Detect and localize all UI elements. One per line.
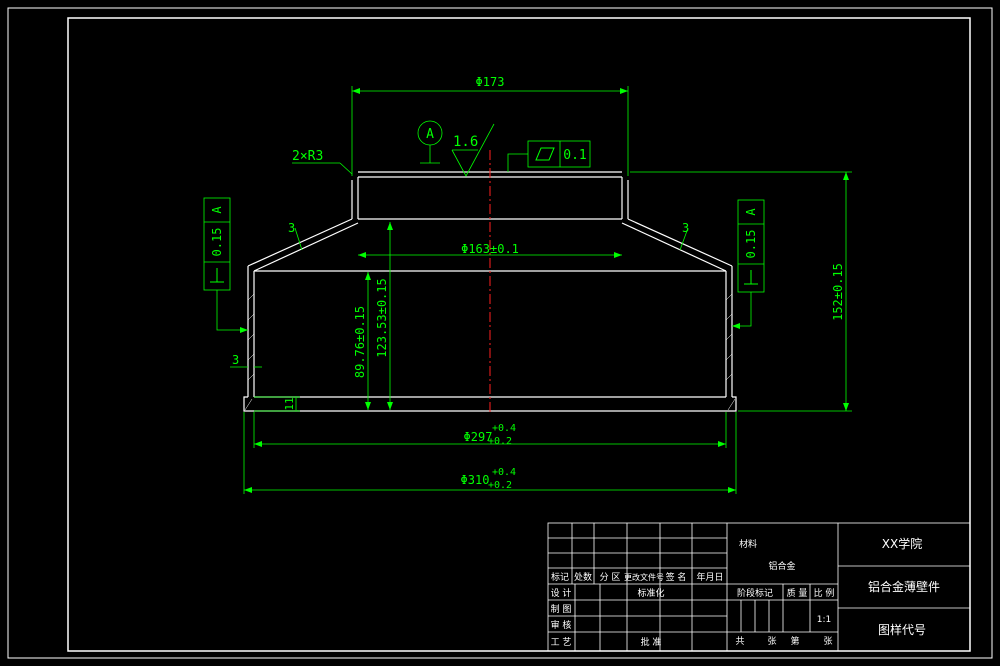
dim-top-diameter: Φ173 [476, 75, 505, 89]
dim-inner-diameter: Φ163±0.1 [461, 242, 519, 256]
tb-header-change-doc: 更改文件号 [624, 572, 664, 582]
tb-scale-label: 比 例 [814, 587, 835, 599]
tb-role-draw: 制 图 [551, 603, 572, 615]
perp-symbols [210, 147, 758, 285]
perp-left-value: 0.15 [210, 228, 224, 257]
tb-standardization: 标准化 [637, 587, 664, 599]
dim-wall-thickness: 3 [232, 353, 239, 367]
tb-role-design: 设 计 [551, 587, 572, 599]
dim-height-shoulder: 123.53±0.15 [375, 278, 389, 357]
perp-left-datum: A [210, 206, 224, 214]
tb-drawing-no: 图样代号 [878, 622, 926, 637]
sheet-inner-border [67, 17, 971, 652]
title-block-grid [547, 522, 971, 652]
dim-chamfer-right: 3 [682, 221, 689, 235]
tb-header-zone: 分 区 [600, 572, 621, 583]
tb-stage-mark: 阶段标记 [737, 587, 773, 599]
shoulder-right-outer [627, 218, 733, 267]
dim-base-height: 11 [283, 397, 296, 410]
perp-right-value: 0.15 [744, 230, 758, 259]
tb-role-process: 工 艺 [551, 637, 572, 648]
tb-sheet-label: 张 [767, 636, 776, 647]
dim-total-height: 152±0.15 [831, 263, 845, 321]
tb-part-name: 铝合金薄壁件 [868, 579, 940, 594]
tb-sheet-suffix: 张 [823, 636, 832, 647]
shoulder-right-inner [621, 222, 727, 272]
section-hatch [244, 293, 736, 411]
dim-base-outer-diameter: Φ310 [461, 473, 490, 487]
tb-sheet-total: 共 [735, 636, 744, 647]
dim-base-inner-tol-lower: +0.2 [488, 436, 512, 447]
tb-sheet-no: 第 [790, 635, 799, 647]
sheet-outer-border [7, 7, 993, 659]
tb-material-value: 铝合金 [768, 560, 795, 572]
dim-base-outer-tol-lower: +0.2 [488, 480, 512, 491]
roughness-value: 1.6 [453, 134, 478, 150]
tb-role-review: 审 核 [551, 619, 572, 631]
shoulder-left-inner [253, 222, 359, 272]
tb-scale-value: 1:1 [817, 615, 831, 625]
tb-material-label: 材料 [739, 538, 757, 550]
dim-base-inner-tol-upper: +0.4 [492, 423, 516, 434]
dim-chamfer-left: 3 [288, 221, 295, 235]
dim-fillet: 2×R3 [292, 149, 323, 164]
perp-right-datum: A [744, 208, 758, 216]
dimension-lines [203, 86, 852, 494]
tb-weight: 质 量 [787, 587, 808, 599]
dim-height-body: 89.76±0.15 [353, 306, 367, 378]
tb-approve: 批 准 [641, 636, 662, 648]
arrowheads [240, 88, 849, 493]
flatness-value: 0.1 [563, 148, 586, 163]
tb-header-signature: 签 名 [666, 571, 687, 583]
datum-label: A [426, 127, 434, 142]
tb-school: XX学院 [882, 536, 922, 551]
tb-header-mark: 标记 [551, 571, 569, 583]
dim-base-outer-tol-upper: +0.4 [492, 467, 516, 478]
tb-header-count: 处数 [574, 571, 592, 583]
tb-header-date: 年月日 [696, 571, 723, 583]
dim-base-inner-diameter: Φ297 [464, 430, 493, 444]
